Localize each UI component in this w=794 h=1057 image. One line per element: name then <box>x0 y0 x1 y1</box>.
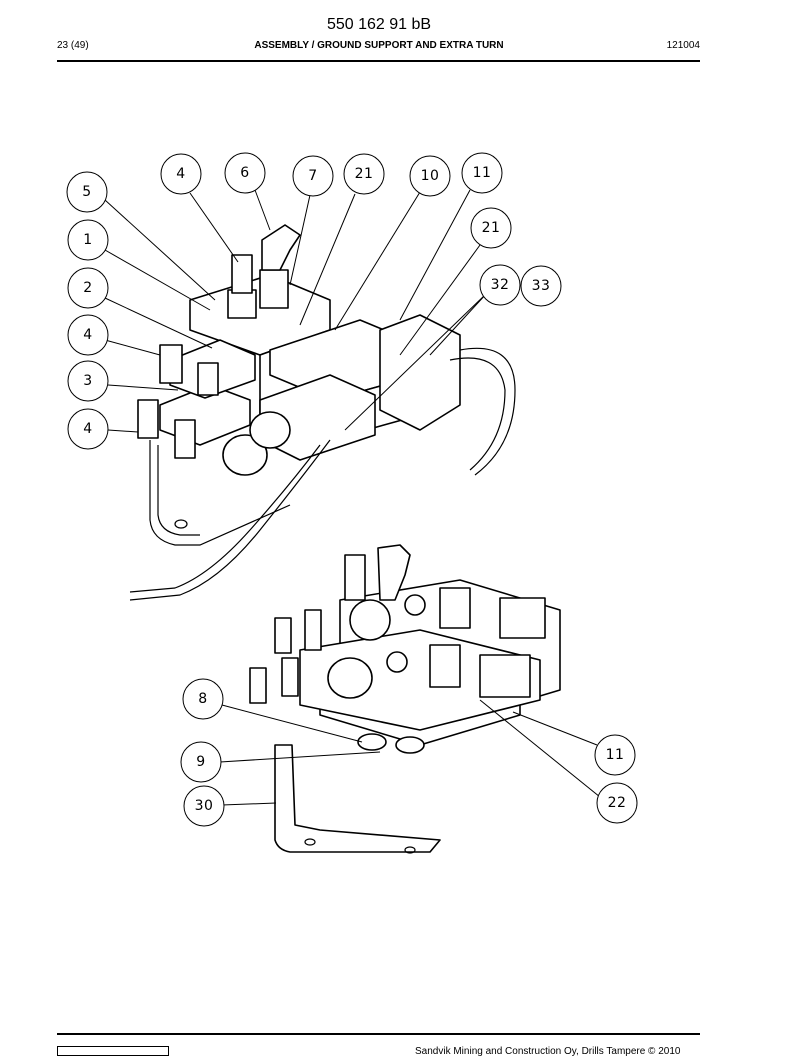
svg-text:6: 6 <box>240 165 249 181</box>
leader-lines <box>104 189 601 806</box>
callout-balloon-33: 33 <box>520 265 562 307</box>
svg-text:11: 11 <box>606 747 625 763</box>
svg-text:21: 21 <box>355 166 374 182</box>
svg-text:3: 3 <box>83 373 92 389</box>
callout-balloon-4c: 4 <box>67 408 109 450</box>
svg-text:2: 2 <box>83 280 92 296</box>
svg-text:5: 5 <box>82 184 91 200</box>
callout-balloon-21: 21 <box>343 153 385 195</box>
callout-balloon-1: 1 <box>67 219 109 261</box>
callout-balloon-7: 7 <box>292 155 334 197</box>
callout-balloon-32: 32 <box>479 264 521 306</box>
callout-balloon-10: 10 <box>409 155 451 197</box>
svg-text:4: 4 <box>83 327 92 343</box>
callout-balloon-4b: 4 <box>67 314 109 356</box>
svg-text:30: 30 <box>195 798 214 814</box>
callout-balloon-9: 9 <box>180 741 222 783</box>
document-code: 121004 <box>666 40 700 51</box>
upper-valve-assembly <box>129 224 516 601</box>
callout-balloon-2: 2 <box>67 267 109 309</box>
company-logo <box>57 1046 169 1056</box>
footer-rule <box>57 1033 700 1035</box>
callout-balloon-30: 30 <box>183 785 225 827</box>
callout-balloon-21b: 21 <box>470 207 512 249</box>
callout-balloon-11b: 11 <box>594 734 636 776</box>
callout-balloon-22: 22 <box>596 782 638 824</box>
svg-text:7: 7 <box>308 168 317 184</box>
callout-balloon-11: 11 <box>461 152 503 194</box>
svg-text:11: 11 <box>473 165 492 181</box>
page-title: ASSEMBLY / GROUND SUPPORT AND EXTRA TURN <box>254 40 504 51</box>
header-rule <box>57 60 700 62</box>
svg-text:33: 33 <box>532 278 551 294</box>
lower-valve-assembly <box>249 544 561 854</box>
svg-text:10: 10 <box>421 168 440 184</box>
callout-balloon-3: 3 <box>67 360 109 402</box>
document-number: 550 162 91 bB <box>326 16 432 33</box>
svg-text:4: 4 <box>176 166 185 182</box>
svg-text:8: 8 <box>198 691 207 707</box>
svg-text:1: 1 <box>83 232 92 248</box>
svg-text:21: 21 <box>482 220 501 236</box>
footer-copyright: Sandvik Mining and Construction Oy, Dril… <box>415 1046 681 1057</box>
page-number: 23 (49) <box>57 40 89 51</box>
callout-balloon-5: 5 <box>66 171 108 213</box>
callout-balloon-4: 4 <box>160 153 202 195</box>
svg-text:9: 9 <box>196 754 205 770</box>
svg-text:32: 32 <box>491 277 510 293</box>
svg-text:4: 4 <box>83 421 92 437</box>
svg-text:22: 22 <box>608 795 627 811</box>
callout-balloon-8: 8 <box>182 678 224 720</box>
callout-balloon-6: 6 <box>224 152 266 194</box>
